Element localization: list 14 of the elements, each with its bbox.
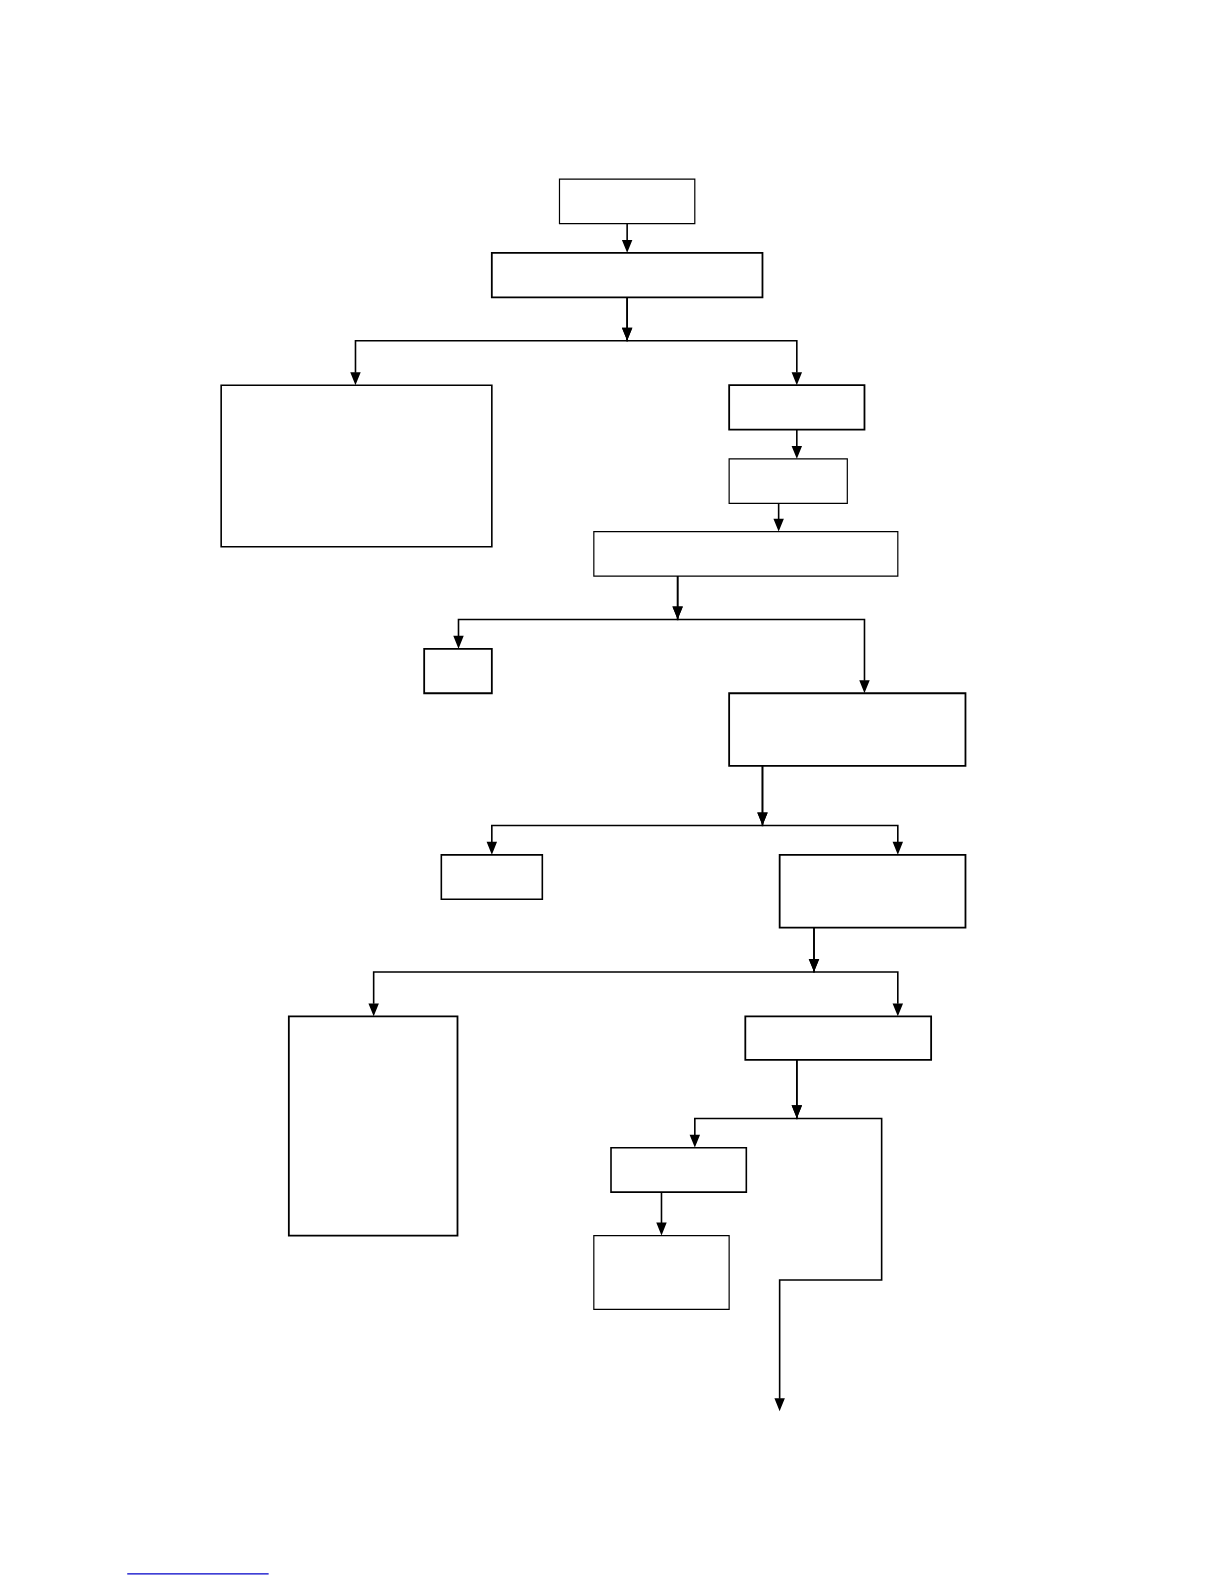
process-box	[778, 853, 967, 929]
process-box	[728, 458, 848, 504]
process-box	[744, 1015, 933, 1061]
process-box	[593, 531, 899, 577]
process-box	[558, 178, 696, 225]
process-box	[220, 384, 493, 548]
process-box	[287, 1015, 459, 1237]
process-box	[440, 854, 544, 901]
process-box	[490, 252, 764, 299]
process-box	[610, 1146, 748, 1193]
process-box	[423, 647, 493, 695]
process-box	[593, 1235, 730, 1310]
process-box	[728, 384, 866, 431]
process-box	[728, 692, 967, 767]
